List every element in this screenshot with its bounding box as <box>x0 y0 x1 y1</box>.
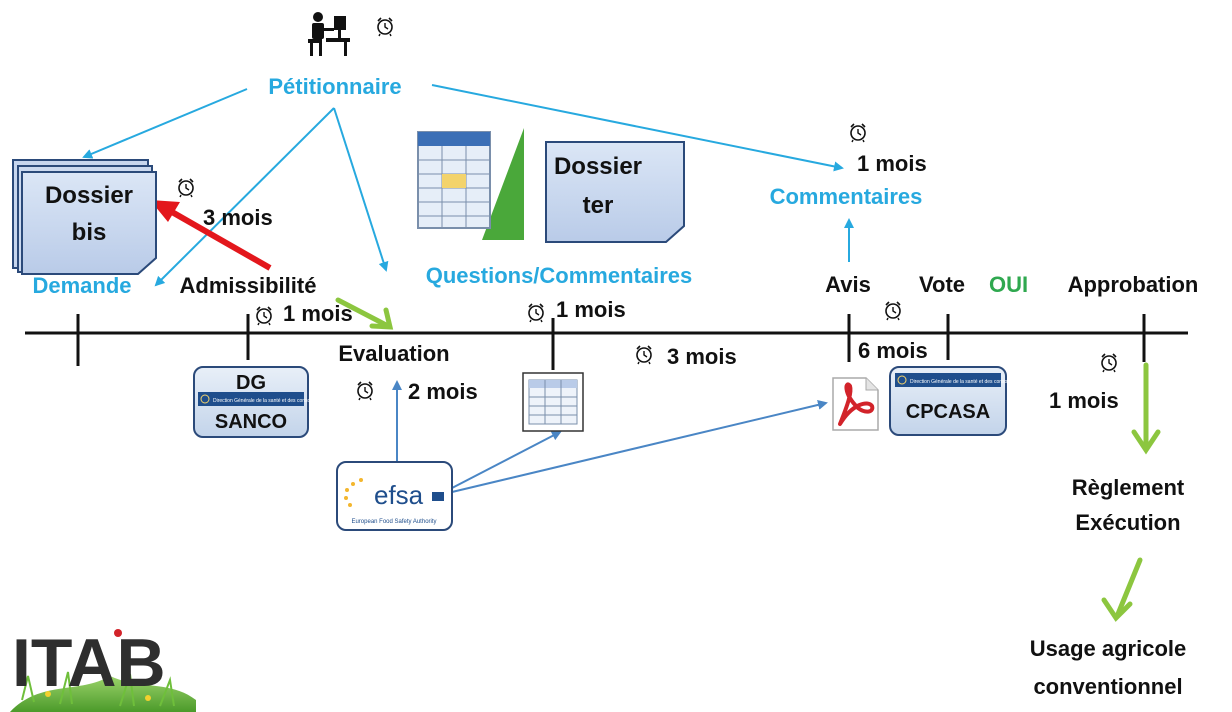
timeline <box>25 314 1188 370</box>
dg-sanco-badge: Direction Générale de la santé et des co… <box>193 366 333 438</box>
person-at-desk-icon <box>308 12 350 56</box>
petitionnaire-arrows <box>82 84 854 287</box>
duration-1-mois-questions: 1 mois <box>556 297 626 322</box>
efsa-subtitle: European Food Safety Authority <box>351 519 436 525</box>
vote-label: Vote <box>919 272 965 297</box>
questions-commentaires-label: Questions/Commentaires <box>426 263 693 288</box>
dossier-ter-document: Dossier ter <box>545 141 685 243</box>
alarm-clock-icon <box>528 303 544 323</box>
spreadsheet-icon <box>522 372 584 432</box>
duration-2-mois-evaluation: 2 mois <box>408 379 478 404</box>
reglement-label-line1: Règlement <box>1072 475 1185 500</box>
green-arrows <box>335 297 1161 622</box>
dossier-ter-line2: ter <box>583 192 614 219</box>
alarm-clock-icon <box>885 301 901 321</box>
cpcasa-banner-text: Direction Générale de la santé et des co… <box>910 379 1030 385</box>
dossier-ter-line1: Dossier <box>554 153 642 180</box>
duration-3-mois-bis: 3 mois <box>203 205 273 230</box>
duration-3-mois-mid: 3 mois <box>667 344 737 369</box>
pdf-icon <box>832 377 879 431</box>
evaluation-label: Evaluation <box>338 341 449 366</box>
duration-6-mois-avis: 6 mois <box>858 338 928 363</box>
efsa-logo: efsa European Food Safety Authority <box>336 461 453 531</box>
efsa-arrows <box>392 380 828 493</box>
commentaires-label: Commentaires <box>770 184 923 209</box>
alarm-clock-icon <box>357 381 373 401</box>
approbation-label: Approbation <box>1068 272 1199 297</box>
duration-1-mois-approbation: 1 mois <box>1049 388 1119 413</box>
demande-label: Demande <box>32 273 131 298</box>
dg-line2: SANCO <box>215 411 287 433</box>
alarm-clock-icon <box>256 306 272 326</box>
cpcasa-label: CPCASA <box>906 401 990 423</box>
avis-label: Avis <box>825 272 871 297</box>
alarm-clock-icon <box>636 345 652 365</box>
petitionnaire-label: Pétitionnaire <box>268 74 401 99</box>
itab-logo-text: ITAB <box>12 625 166 701</box>
dossier-bis-document: Dossier bis <box>12 159 157 275</box>
cpcasa-badge: Direction Générale de la santé et des co… <box>889 366 1030 436</box>
alarm-clock-icon <box>178 178 194 198</box>
alarm-clock-icon <box>377 17 393 37</box>
red-arrow <box>150 200 272 271</box>
duration-1-mois-admissibilite: 1 mois <box>283 301 353 326</box>
dossier-bis-line1: Dossier <box>45 182 133 209</box>
alarm-clock-icon <box>850 123 866 143</box>
spreadsheet-illustration <box>417 128 524 240</box>
dg-line1: DG <box>236 372 266 394</box>
admissibilite-label: Admissibilité <box>180 273 317 298</box>
efsa-name: efsa <box>374 480 424 510</box>
duration-1-mois-commentaires: 1 mois <box>857 151 927 176</box>
oui-label: OUI <box>989 272 1028 297</box>
usage-label-line2: conventionnel <box>1033 674 1182 699</box>
usage-label-line1: Usage agricole <box>1030 636 1187 661</box>
itab-logo: ITAB <box>10 625 196 712</box>
reglement-label-line2: Exécution <box>1075 510 1180 535</box>
alarm-clock-icon <box>1101 353 1117 373</box>
dg-banner-text: Direction Générale de la santé et des co… <box>213 398 333 404</box>
dossier-bis-line2: bis <box>72 219 107 246</box>
